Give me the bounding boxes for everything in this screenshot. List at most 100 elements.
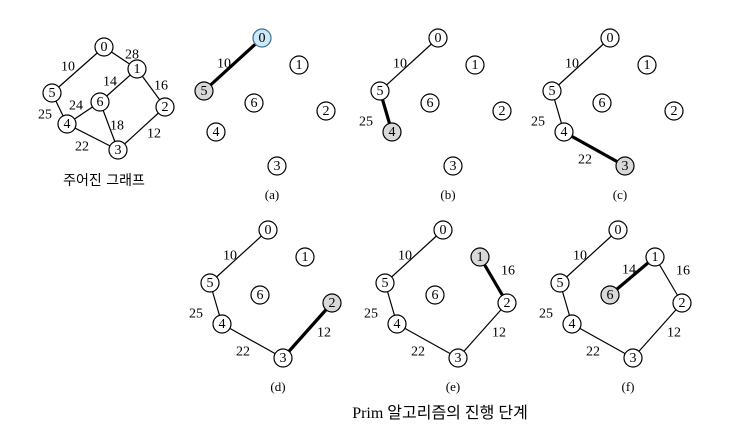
panel-node-4-label: 4 bbox=[389, 125, 396, 140]
panel-node-5-circle bbox=[194, 81, 214, 101]
panel-node-2-label: 2 bbox=[671, 104, 678, 119]
panel-weight-e05: 10 bbox=[217, 57, 231, 72]
panel-edge-e23 bbox=[632, 302, 683, 359]
panel-weight-e23: 12 bbox=[317, 326, 331, 341]
panel-edge-e05 bbox=[559, 229, 619, 284]
panel-node-0: 0 bbox=[433, 220, 453, 240]
panel-node-4-circle bbox=[212, 314, 232, 334]
panel-node-5: 5 bbox=[375, 273, 395, 293]
panel-node-5-label: 5 bbox=[382, 276, 389, 291]
graph-node-0-circle bbox=[94, 37, 114, 57]
panel-node-6: 6 bbox=[420, 93, 440, 113]
panel-node-2: 2 bbox=[322, 293, 342, 313]
panel-edge-e34 bbox=[221, 323, 284, 359]
panel-node-1: 1 bbox=[645, 247, 665, 267]
panel-node-6: 6 bbox=[600, 285, 620, 305]
panel-node-2-circle bbox=[492, 101, 512, 121]
panel-node-2-circle bbox=[322, 293, 342, 313]
panel-node-0-label: 0 bbox=[607, 31, 614, 46]
panel-node-6: 6 bbox=[244, 93, 264, 113]
graph-node-1-circle bbox=[127, 59, 147, 79]
panel-node-1-circle bbox=[289, 55, 309, 75]
graph-node-4: 4 bbox=[57, 114, 77, 134]
panel-node-2-label: 2 bbox=[323, 104, 330, 119]
graph-node-1-label: 1 bbox=[134, 62, 141, 77]
panel-node-0-label: 0 bbox=[440, 223, 447, 238]
panel-node-5: 5 bbox=[370, 81, 390, 101]
panel-weight-e45: 25 bbox=[364, 307, 378, 322]
panel-node-2-circle bbox=[672, 293, 692, 313]
panel-node-5: 5 bbox=[194, 81, 214, 101]
panel-weight-e05: 10 bbox=[573, 249, 587, 264]
panel-label: (b) bbox=[440, 187, 455, 202]
panel-node-5-label: 5 bbox=[377, 84, 384, 99]
graph-node-3-label: 3 bbox=[115, 143, 122, 158]
graph-node-3-circle bbox=[108, 140, 128, 160]
graph-edge-e23 bbox=[117, 106, 166, 151]
panel-node-5-label: 5 bbox=[549, 84, 556, 99]
panel-node-1: 1 bbox=[637, 55, 657, 75]
panel-label: (a) bbox=[265, 187, 279, 202]
panel-node-5-label: 5 bbox=[201, 84, 208, 99]
panel-node-2: 2 bbox=[672, 293, 692, 313]
panel-node-1: 1 bbox=[289, 55, 309, 75]
panel-node-3-label: 3 bbox=[630, 351, 637, 366]
panel-node-5: 5 bbox=[200, 273, 220, 293]
graph-caption: 주어진 그래프 bbox=[63, 173, 145, 189]
panel-node-2: 2 bbox=[664, 101, 684, 121]
panel-node-1-label: 1 bbox=[644, 58, 651, 73]
panel-node-3: 3 bbox=[448, 348, 468, 368]
panel-node-5-circle bbox=[370, 81, 390, 101]
graph-node-3: 3 bbox=[108, 140, 128, 160]
panel-weight-e05: 10 bbox=[223, 249, 237, 264]
graph-node-2-circle bbox=[155, 97, 175, 117]
panel-node-3-circle bbox=[267, 156, 287, 176]
panel-edge-e34 bbox=[571, 323, 634, 359]
panel-weight-e34: 22 bbox=[586, 345, 600, 360]
panel-node-0-circle bbox=[600, 28, 620, 48]
graph-weight-e34: 22 bbox=[75, 140, 89, 155]
panel-weight-e45: 25 bbox=[539, 307, 553, 322]
panel-node-6: 6 bbox=[425, 285, 445, 305]
panel-weight-e12: 16 bbox=[676, 264, 690, 279]
panel-label: (f) bbox=[622, 379, 635, 394]
panel-node-4-label: 4 bbox=[569, 317, 576, 332]
panel-node-4-circle bbox=[562, 314, 582, 334]
panel-label: (d) bbox=[270, 379, 285, 394]
graph-node-2: 2 bbox=[155, 97, 175, 117]
panel-node-4: 4 bbox=[387, 314, 407, 334]
graph-weight-e46: 24 bbox=[69, 99, 83, 114]
panel-node-0-label: 0 bbox=[435, 31, 442, 46]
panel-edge-e05 bbox=[384, 229, 444, 284]
panel-weight-e23: 12 bbox=[667, 326, 681, 341]
panel-node-3-label: 3 bbox=[455, 351, 462, 366]
panel-node-1-circle bbox=[645, 247, 665, 267]
graph-node-0-label: 0 bbox=[101, 40, 108, 55]
panel-node-3: 3 bbox=[267, 156, 287, 176]
graph-node-6: 6 bbox=[90, 92, 110, 112]
graph-node-6-circle bbox=[90, 92, 110, 112]
panel-node-6-circle bbox=[420, 93, 440, 113]
panel-label: (e) bbox=[446, 379, 460, 394]
panel-node-2-label: 2 bbox=[499, 104, 506, 119]
panel-edge-e05 bbox=[209, 229, 269, 284]
panel-node-4: 4 bbox=[212, 314, 232, 334]
panel-weight-e34: 22 bbox=[236, 345, 250, 360]
panel-node-6-label: 6 bbox=[427, 96, 434, 111]
panel-node-3-circle bbox=[448, 348, 468, 368]
panel-node-1: 1 bbox=[470, 247, 490, 267]
panel-node-4-label: 4 bbox=[394, 317, 401, 332]
panel-node-0-circle bbox=[252, 28, 272, 48]
panel-node-1-label: 1 bbox=[472, 58, 479, 73]
panel-node-1-circle bbox=[295, 247, 315, 267]
panel-node-0-circle bbox=[433, 220, 453, 240]
graph-node-4-label: 4 bbox=[64, 117, 71, 132]
panel-weight-e34: 22 bbox=[411, 345, 425, 360]
panel-node-6-circle bbox=[425, 285, 445, 305]
panel-node-1-circle bbox=[637, 55, 657, 75]
panel-node-3-circle bbox=[623, 348, 643, 368]
